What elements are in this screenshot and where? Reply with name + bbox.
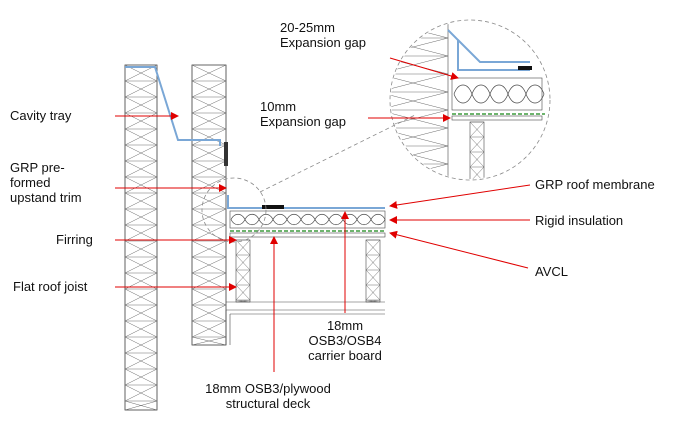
arrow-grp-membrane (389, 184, 531, 209)
label-structural-deck: 18mm OSB3/plywood structural deck (205, 381, 331, 411)
outer-wall-leaf (124, 64, 158, 411)
arrow-expansion-gap-top (389, 57, 459, 80)
label-flat-roof-joist: Flat roof joist (13, 279, 88, 294)
zoom-detail (389, 19, 551, 181)
label-grp-trim: GRP pre- formed upstand trim (10, 160, 82, 205)
cavity-tray-bracket (224, 142, 228, 166)
arrow-avcl (389, 230, 529, 269)
inner-wall-leaf (191, 64, 227, 346)
insulation-pattern (230, 213, 386, 226)
label-avcl: AVCL (535, 264, 568, 279)
label-expansion-gap-top: 20-25mm Expansion gap (280, 20, 367, 50)
label-firring: Firring (56, 232, 93, 247)
label-carrier-board: 18mm OSB3/OSB4 carrier board (308, 318, 382, 363)
cavity-tray-line (125, 66, 221, 146)
trim-fixing (262, 205, 284, 209)
label-grp-membrane: GRP roof membrane (535, 177, 655, 192)
grp-membrane-line (227, 195, 385, 209)
detail-leader-line (259, 114, 416, 193)
label-cavity-tray: Cavity tray (10, 108, 72, 123)
flat-roof-structure (225, 195, 386, 345)
label-expansion-gap-10: 10mm Expansion gap (260, 99, 347, 129)
label-rigid-insulation: Rigid insulation (535, 213, 624, 228)
